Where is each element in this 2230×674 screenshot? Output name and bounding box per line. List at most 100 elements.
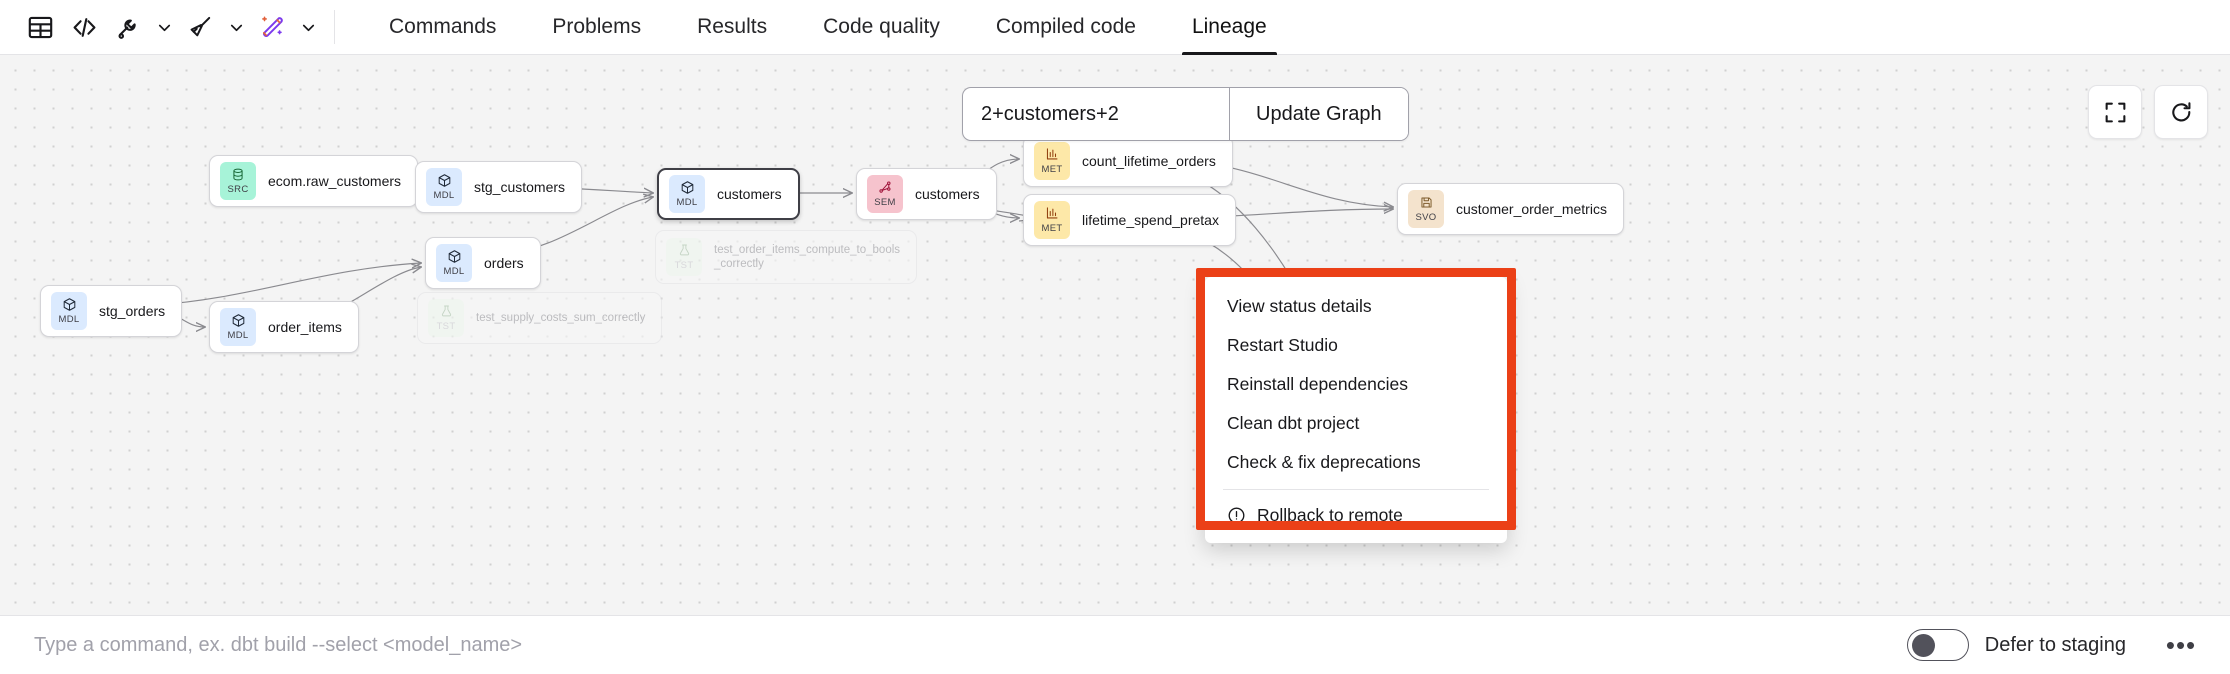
defer-control: Defer to staging	[1906, 629, 2154, 661]
graph-node[interactable]: MDL stg_customers	[415, 161, 583, 213]
node-label: orders	[484, 255, 524, 271]
tab-lineage[interactable]: Lineage	[1164, 0, 1295, 55]
graph-node[interactable]: MET count_lifetime_orders	[1023, 135, 1233, 187]
node-label: stg_customers	[474, 179, 566, 195]
menu-item-label: Restart Studio	[1227, 335, 1338, 355]
menu-item-clean-dbt-project[interactable]: Clean dbt project	[1205, 404, 1507, 443]
tab-commands-label: Commands	[389, 15, 497, 38]
tab-results[interactable]: Results	[669, 0, 795, 55]
command-bar: Defer to staging •••	[0, 615, 2230, 674]
tab-code-quality[interactable]: Code quality	[795, 0, 968, 55]
editor-tool-group	[0, 0, 361, 55]
tab-compiled-code-label: Compiled code	[995, 15, 1136, 38]
studio-context-menu: View status details Restart Studio Reins…	[1205, 277, 1507, 543]
menu-item-label: Clean dbt project	[1227, 413, 1360, 433]
node-label: order_items	[268, 319, 342, 335]
graph-node[interactable]: MET lifetime_spend_pretax	[1023, 194, 1236, 246]
graph-node[interactable]: SEM customers	[856, 168, 997, 220]
toggle-knob	[1911, 633, 1935, 657]
graph-node[interactable]: MDL order_items	[209, 301, 359, 353]
node-type-code: TST	[436, 321, 456, 333]
magic-wand-icon[interactable]	[250, 5, 294, 49]
selector-divider	[1229, 88, 1230, 140]
command-input[interactable]	[0, 633, 1907, 657]
chevron-down-icon-wrench[interactable]	[150, 5, 178, 49]
chevron-down-icon-broom[interactable]	[222, 5, 250, 49]
node-label: lifetime_spend_pretax	[1082, 212, 1219, 228]
refresh-icon[interactable]	[2154, 85, 2208, 139]
defer-toggle[interactable]	[1906, 629, 1969, 661]
semantic-icon: SEM	[867, 175, 903, 213]
broom-icon[interactable]	[178, 5, 222, 49]
defer-label: Defer to staging	[1984, 633, 2126, 656]
node-label: stg_orders	[99, 303, 166, 319]
node-type-code: SEM	[874, 197, 896, 209]
menu-item-restart-studio[interactable]: Restart Studio	[1205, 326, 1507, 365]
bar-chart-icon: MET	[1034, 142, 1070, 180]
cube-icon: MDL	[426, 168, 462, 206]
graph-node[interactable]: SVO customer_order_metrics	[1397, 183, 1624, 235]
cube-icon: MDL	[669, 175, 705, 213]
chevron-down-icon-ai[interactable]	[294, 5, 322, 49]
node-label: test_order_items_compute_to_bools _corre…	[714, 243, 901, 270]
selector-input[interactable]	[963, 88, 1229, 140]
graph-node-test[interactable]: TST test_supply_costs_sum_correctly	[417, 292, 663, 344]
database-icon: SRC	[220, 162, 256, 200]
node-type-code: MDL	[227, 330, 249, 342]
tab-lineage-label: Lineage	[1191, 15, 1267, 38]
node-type-code: MDL	[443, 266, 465, 278]
menu-item-label: View status details	[1227, 296, 1372, 316]
flask-icon: TST	[428, 299, 464, 337]
tab-problems[interactable]: Problems	[524, 0, 669, 55]
canvas-controls	[2088, 85, 2208, 139]
bar-chart-icon: MET	[1034, 201, 1070, 239]
cube-icon: MDL	[220, 308, 256, 346]
panel-tabs: Commands Problems Results Code quality C…	[361, 0, 1295, 55]
tab-problems-label: Problems	[552, 15, 642, 38]
node-type-code: MDL	[58, 314, 80, 326]
node-type-code: MET	[1041, 223, 1063, 235]
tab-code-quality-label: Code quality	[823, 15, 940, 38]
menu-item-label: Check & fix deprecations	[1227, 452, 1421, 472]
menu-item-label: Rollback to remote	[1257, 505, 1403, 525]
node-type-code: MDL	[433, 190, 455, 202]
graph-node-test[interactable]: TST test_order_items_compute_to_bools _c…	[655, 230, 918, 284]
node-type-code: SRC	[227, 184, 249, 196]
alert-circle-icon	[1227, 506, 1246, 525]
graph-node[interactable]: SRC ecom.raw_customers	[209, 155, 419, 207]
menu-item-check-fix-deprecations[interactable]: Check & fix deprecations	[1205, 443, 1507, 482]
node-label: ecom.raw_customers	[268, 173, 402, 189]
cube-icon: MDL	[51, 292, 87, 330]
fit-view-icon[interactable]	[2088, 85, 2142, 139]
save-disk-icon: SVO	[1408, 190, 1444, 228]
update-graph-button[interactable]: Update Graph	[1230, 88, 1408, 140]
node-type-code: TST	[674, 260, 694, 272]
table-grid-icon[interactable]	[18, 5, 62, 49]
toolbar-divider	[334, 10, 335, 44]
graph-node[interactable]: MDL stg_orders	[40, 285, 183, 337]
tab-commands[interactable]: Commands	[361, 0, 524, 55]
menu-item-view-status-details[interactable]: View status details	[1205, 287, 1507, 326]
menu-divider	[1223, 489, 1489, 490]
node-label: customer_order_metrics	[1456, 201, 1607, 217]
lineage-canvas[interactable]: MDL stg_orders SRC ecom.raw_customers MD…	[0, 55, 2230, 615]
code-brackets-icon[interactable]	[62, 5, 106, 49]
node-type-code: MDL	[676, 197, 698, 209]
tab-results-label: Results	[697, 15, 768, 38]
more-options-button[interactable]: •••	[2154, 622, 2208, 668]
wrench-icon[interactable]	[106, 5, 150, 49]
tab-compiled-code[interactable]: Compiled code	[968, 0, 1164, 55]
menu-item-reinstall-dependencies[interactable]: Reinstall dependencies	[1205, 365, 1507, 404]
node-type-code: SVO	[1415, 212, 1437, 224]
graph-node-selected[interactable]: MDL customers	[657, 168, 800, 220]
node-label: test_supply_costs_sum_correctly	[476, 311, 646, 324]
top-toolbar: Commands Problems Results Code quality C…	[0, 0, 2230, 55]
graph-node[interactable]: MDL orders	[425, 237, 541, 289]
menu-item-label: Reinstall dependencies	[1227, 374, 1408, 394]
node-label: customers	[717, 186, 782, 202]
menu-item-rollback-to-remote[interactable]: Rollback to remote	[1205, 496, 1507, 535]
cube-icon: MDL	[436, 244, 472, 282]
node-type-code: MET	[1041, 164, 1063, 176]
graph-selector-bar: Update Graph	[962, 87, 1409, 141]
